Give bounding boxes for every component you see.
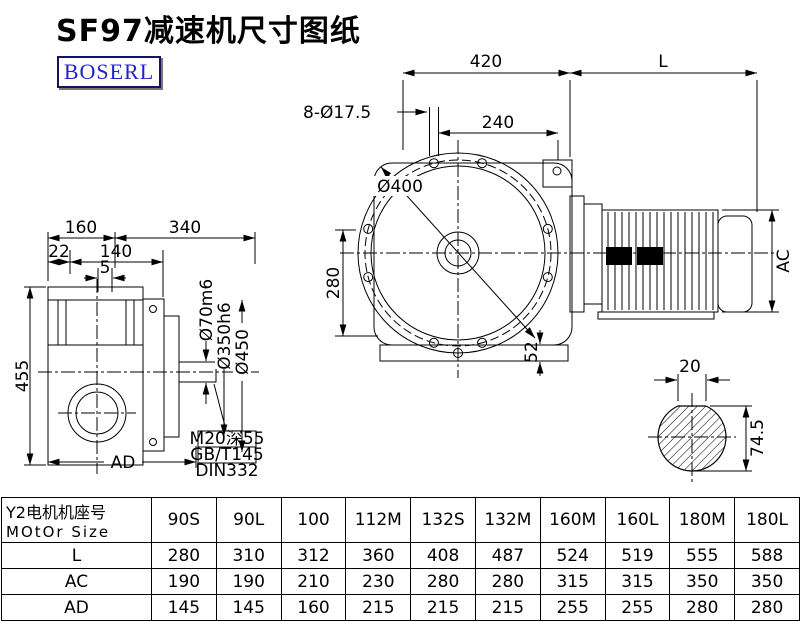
technical-drawing: 160 340 22 140 5 455 AD Ø70m6 Ø350h6 Ø45… [13, 52, 794, 483]
dim-420-label: 420 [470, 52, 502, 72]
value-cell: 360 [345, 542, 412, 569]
motor-labels: AC [774, 249, 794, 272]
dim-455-label: 455 [13, 360, 33, 392]
col-header-180l: 180L [734, 497, 800, 543]
note-din-standard-label: DIN332 [195, 461, 258, 481]
motor-dimensions [722, 209, 779, 313]
value-cell: 190 [151, 568, 217, 595]
value-cell: 588 [734, 542, 800, 569]
dim-160-label: 160 [65, 218, 97, 238]
bolt-holes-label: 8-Ø17.5 [303, 103, 371, 123]
dim-d350-label: Ø350h6 [215, 302, 235, 369]
side-view-labels: 160 340 22 140 5 455 AD Ø70m6 Ø350h6 Ø45… [13, 218, 264, 481]
col-header-160m: 160M [539, 497, 606, 543]
value-cell: 280 [410, 568, 476, 595]
side-view-dimensions [24, 232, 257, 468]
value-cell: 312 [280, 542, 347, 569]
value-cell: 280 [151, 542, 217, 569]
table-row-ac: AC 190 190 210 230 280 280 315 315 350 3… [1, 568, 800, 595]
value-cell: 230 [345, 568, 412, 595]
value-cell: 315 [539, 568, 606, 595]
front-view [340, 140, 775, 378]
value-cell: 280 [669, 594, 736, 621]
table-row-ad: AD 145 145 160 215 215 215 255 255 280 2… [1, 594, 800, 621]
col-header-90s: 90S [151, 497, 217, 543]
value-cell: 350 [734, 568, 800, 595]
shaft-section-dimensions [654, 374, 752, 472]
row-label: L [1, 542, 152, 569]
value-cell: 350 [669, 568, 736, 595]
value-cell: 487 [474, 542, 541, 569]
shaft-section-labels: 20 74.5 [679, 357, 768, 457]
dim-ac-label: AC [774, 249, 794, 272]
dim-140-label: 140 [100, 242, 132, 262]
col-header-90l: 90L [215, 497, 282, 543]
row-label: AC [1, 568, 152, 595]
value-cell: 255 [539, 594, 606, 621]
value-cell: 310 [215, 542, 282, 569]
motor-view [569, 195, 753, 320]
page-title: SF97减速机尺寸图纸 [56, 14, 361, 49]
value-cell: 255 [604, 594, 671, 621]
col-header-160l: 160L [604, 497, 671, 543]
value-cell: 519 [604, 542, 671, 569]
table-row-l: L 280 310 312 360 408 487 524 519 555 58… [1, 542, 800, 569]
value-cell: 145 [151, 594, 217, 621]
value-cell: 160 [280, 594, 347, 621]
dim-280-label: 280 [324, 267, 344, 299]
value-cell: 145 [215, 594, 282, 621]
motor-size-header: Y2电机机座号 MOtOr Size [1, 497, 152, 543]
dim-l-label: L [658, 52, 668, 72]
dim-52-label: 52 [522, 341, 542, 363]
brand-logo: BOSERL [57, 56, 161, 88]
col-header-112m: 112M [345, 497, 412, 543]
row-label: AD [1, 594, 152, 621]
front-view-labels: 420 L 8-Ø17.5 240 Ø400 280 52 [303, 52, 668, 363]
motor-size-header-cn: Y2电机机座号 [6, 503, 106, 522]
dim-d450-label: Ø450 [233, 329, 253, 375]
value-cell: 315 [604, 568, 671, 595]
value-cell: 524 [539, 542, 606, 569]
value-cell: 408 [410, 542, 476, 569]
col-header-132s: 132S [410, 497, 476, 543]
dim-74-5-label: 74.5 [748, 419, 768, 457]
value-cell: 555 [669, 542, 736, 569]
dim-d400-label: Ø400 [377, 177, 423, 197]
motor-size-table: Y2电机机座号 MOtOr Size 90S 90L 100 112M 132S… [1, 497, 800, 621]
note-thread-label: M20深55 [190, 429, 265, 449]
col-header-132m: 132M [474, 497, 541, 543]
value-cell: 280 [734, 594, 800, 621]
value-cell: 190 [215, 568, 282, 595]
dim-340-label: 340 [169, 218, 201, 238]
col-header-100: 100 [280, 497, 347, 543]
value-cell: 280 [474, 568, 541, 595]
value-cell: 215 [345, 594, 412, 621]
dim-d70-label: Ø70m6 [197, 279, 217, 341]
dim-240-label: 240 [482, 113, 514, 133]
value-cell: 215 [474, 594, 541, 621]
value-cell: 215 [410, 594, 476, 621]
dim-ad-label: AD [111, 453, 136, 473]
col-header-180m: 180M [669, 497, 736, 543]
note-gb-standard-label: GB/T145 [190, 445, 263, 465]
value-cell: 210 [280, 568, 347, 595]
dim-22-label: 22 [48, 242, 70, 262]
table-header-row: Y2电机机座号 MOtOr Size 90S 90L 100 112M 132S… [1, 497, 800, 543]
brand-text: BOSERL [63, 59, 155, 84]
dim-20-label: 20 [679, 357, 701, 377]
motor-size-header-en: MOtOr Size [6, 523, 111, 541]
dim-5-label: 5 [100, 258, 111, 278]
